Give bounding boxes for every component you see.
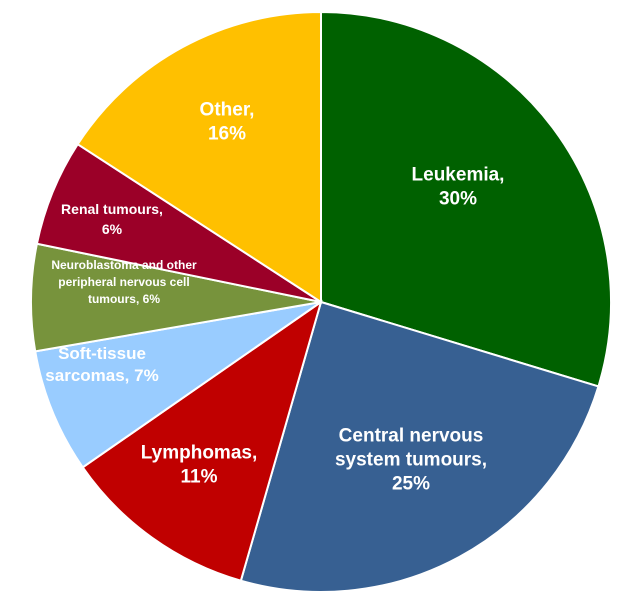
pie-slice bbox=[76, 10, 322, 304]
slice-label-line: 6% bbox=[102, 221, 123, 237]
pie-slice bbox=[34, 301, 322, 469]
slice-label-line: sarcomas, 7% bbox=[45, 366, 158, 385]
slice-label: Central nervous system tumours, 25% bbox=[335, 426, 487, 495]
slice-label: Renal tumours, 6% bbox=[61, 201, 163, 237]
slice-label-line: Central nervous bbox=[339, 426, 484, 447]
slice-label-line: Soft-tissue bbox=[58, 344, 146, 363]
slice-label-line: Renal tumours, bbox=[61, 201, 163, 217]
slice-label-line: 30% bbox=[439, 189, 477, 210]
slice-label: Soft-tissue sarcomas, 7% bbox=[45, 344, 158, 385]
slice-label-line: Leukemia, bbox=[412, 165, 505, 186]
slice-label-line: tumours, 6% bbox=[88, 292, 160, 306]
slice-label-line: Lymphomas, bbox=[141, 443, 258, 464]
pie-slice bbox=[239, 300, 600, 593]
slice-label: Leukemia, 30% bbox=[412, 165, 505, 210]
slice-label-line: 16% bbox=[208, 124, 246, 145]
slice-label-line: Other, bbox=[200, 100, 255, 121]
pie-slice bbox=[320, 10, 612, 388]
slice-label-line: Neuroblastoma and other bbox=[51, 258, 197, 272]
slice-label: Neuroblastoma and other peripheral nervou… bbox=[51, 258, 197, 306]
slice-label-line: peripheral nervous cell bbox=[58, 275, 189, 289]
slice-label: Lymphomas, 11% bbox=[141, 443, 258, 488]
pie-slices bbox=[30, 10, 612, 593]
slice-label-line: 11% bbox=[181, 467, 218, 488]
slice-label-line: system tumours, bbox=[335, 450, 487, 471]
slice-label-line: 25% bbox=[392, 474, 430, 495]
pie-labels: Leukemia, 30% Central nervous system tumour… bbox=[45, 100, 504, 495]
slice-label: Other, 16% bbox=[200, 100, 255, 145]
pie-slice bbox=[81, 299, 323, 582]
